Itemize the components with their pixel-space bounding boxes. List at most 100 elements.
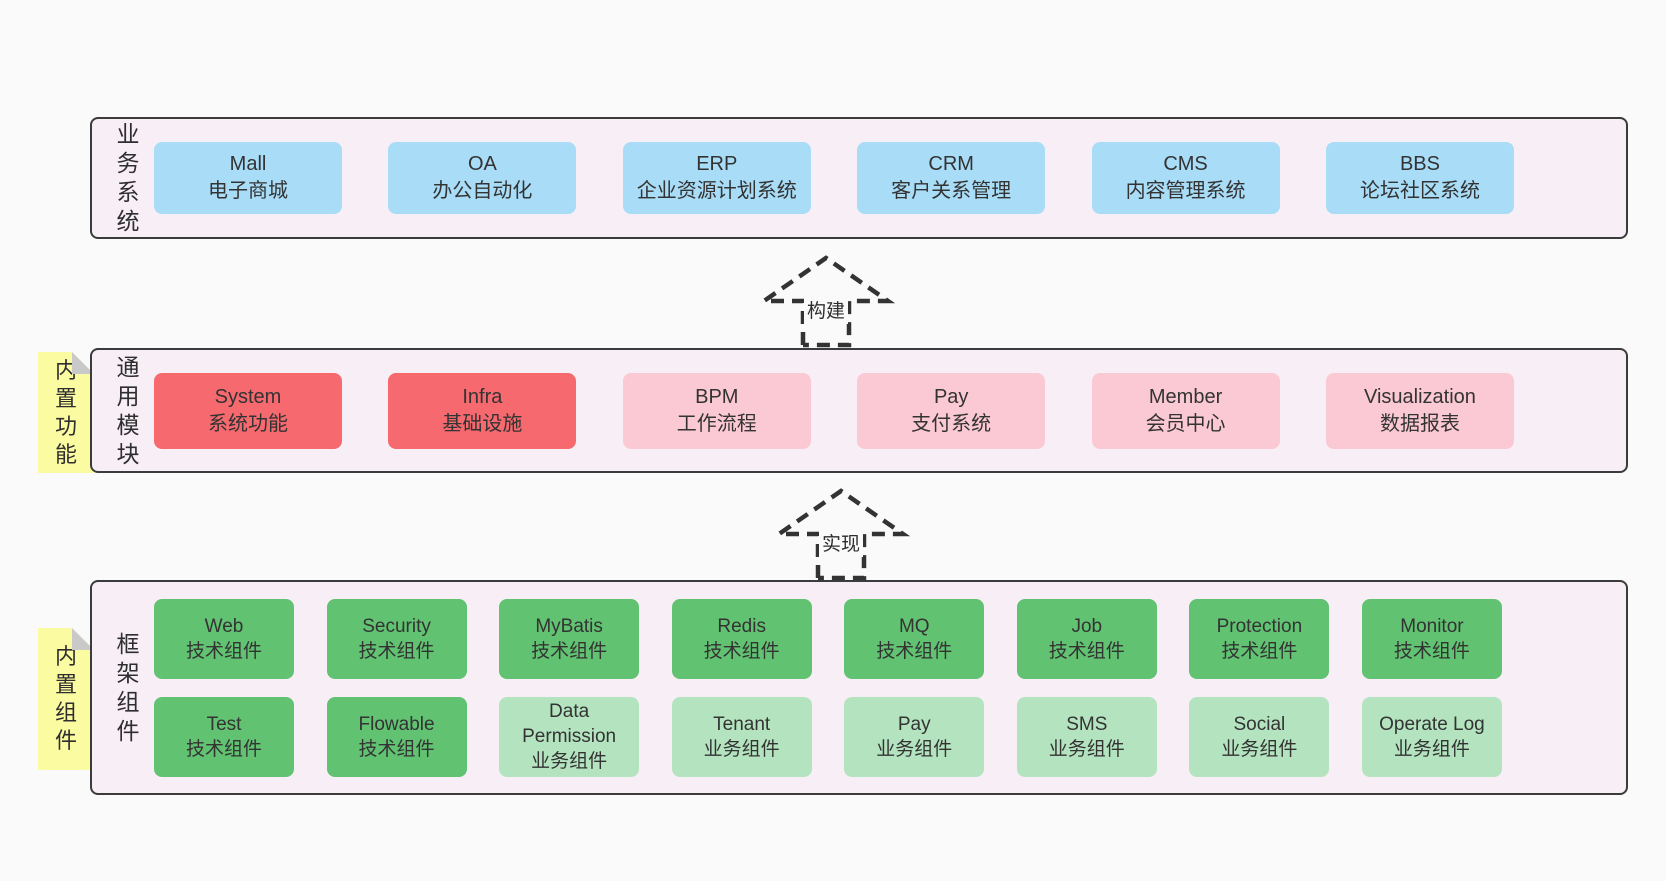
box-title: SMS [1066,713,1108,735]
band-label: 框架组件 [102,630,154,746]
box-subtitle: 工作流程 [676,412,757,435]
box-data-permission: Data Permission 业务组件 [499,696,640,777]
box-title: Member [1148,385,1223,408]
band-label-text: 通用模块 [116,353,140,467]
box-title: Data Permission [522,701,617,747]
box-title: System [214,385,282,408]
implement-arrow: 实现 [771,486,911,581]
module-boxes: System 系统功能 Infra 基础设施 BPM 工作流程 Pay 支付系统… [154,372,1514,449]
sticky-note-built-in-components: 内置组件 [38,628,94,770]
band-label-text: 框架组件 [116,630,140,744]
note-label: 内置功能 [54,357,77,467]
box-subtitle: 业务组件 [876,738,953,760]
band-label: 通用模块 [102,353,154,469]
box-mybatis: MyBatis 技术组件 [499,598,640,679]
box-subtitle: 技术组件 [876,640,953,662]
box-subtitle: 系统功能 [208,412,288,435]
box-subtitle: 业务组件 [1048,738,1125,760]
box-title: Flowable [358,713,435,735]
box-crm: CRM 客户关系管理 [857,142,1046,214]
box-flowable: Flowable 技术组件 [326,696,467,777]
band-framework-components: 框架组件 Web 技术组件 Security 技术组件 MyBatis 技术组件… [90,580,1628,795]
arrow-label: 实现 [818,528,864,557]
sticky-note-built-in-features: 内置功能 [38,352,94,473]
box-subtitle: 支付系统 [911,412,992,435]
box-infra: Infra 基础设施 [388,372,577,449]
box-title: Pay [933,385,969,408]
note-label: 内置组件 [54,644,77,753]
box-subtitle: 技术组件 [358,738,435,760]
box-security: Security 技术组件 [326,598,467,679]
box-subtitle: 数据报表 [1379,412,1460,435]
box-cms: CMS 内容管理系统 [1091,142,1280,214]
band-label-text: 业务系统 [116,121,140,234]
box-subtitle: 论坛社区系统 [1359,180,1480,202]
box-title: Visualization [1363,385,1476,408]
box-pay-component: Pay 业务组件 [844,696,985,777]
box-web: Web 技术组件 [154,598,294,679]
box-title: Job [1071,615,1103,637]
box-mall: Mall 电子商城 [154,142,342,214]
box-title: Security [362,615,431,637]
box-subtitle: 内容管理系统 [1125,180,1246,202]
box-social: Social 业务组件 [1189,696,1330,777]
band-business-systems: 业务系统 Mall 电子商城 OA 办公自动化 ERP 企业资源计划系统 CRM… [90,117,1628,239]
box-subtitle: 技术组件 [358,640,435,662]
box-pay-module: Pay 支付系统 [857,372,1046,449]
component-row-1: Web 技术组件 Security 技术组件 MyBatis 技术组件 Redi… [154,598,1502,679]
box-subtitle: 电子商城 [208,180,288,202]
box-title: Web [204,615,244,637]
box-title: Test [206,713,242,735]
box-protection: Protection 技术组件 [1189,598,1330,679]
box-subtitle: 技术组件 [1393,640,1470,662]
box-title: Mall [229,153,267,175]
note-paper: 内置组件 [38,628,94,770]
box-bbs: BBS 论坛社区系统 [1325,142,1514,214]
box-title: CMS [1163,153,1208,175]
box-tenant: Tenant 业务组件 [671,696,812,777]
box-title: MyBatis [535,615,603,637]
box-subtitle: 企业资源计划系统 [636,180,797,202]
box-title: ERP [696,153,738,175]
box-subtitle: 技术组件 [1048,640,1125,662]
band-common-modules: 通用模块 System 系统功能 Infra 基础设施 BPM 工作流程 Pay… [90,348,1628,473]
box-subtitle: 技术组件 [1221,640,1298,662]
box-title: BPM [695,385,739,408]
box-subtitle: 办公自动化 [432,180,533,202]
box-subtitle: 业务组件 [1393,738,1470,760]
box-subtitle: 技术组件 [185,640,262,662]
box-sms: SMS 业务组件 [1016,696,1157,777]
up-arrow-icon [771,488,911,581]
box-mq: MQ 技术组件 [844,598,985,679]
box-oa: OA 办公自动化 [388,142,577,214]
box-bpm: BPM 工作流程 [622,372,811,449]
box-job: Job 技术组件 [1016,598,1157,679]
box-subtitle: 技术组件 [185,738,262,760]
component-row-2: Test 技术组件 Flowable 技术组件 Data Permission … [154,696,1502,777]
build-arrow: 构建 [756,253,896,348]
box-subtitle: 业务组件 [531,751,608,772]
box-subtitle: 业务组件 [703,738,780,760]
box-title: Protection [1216,615,1303,637]
box-title: MQ [898,615,930,637]
box-subtitle: 客户关系管理 [891,180,1012,202]
box-subtitle: 基础设施 [442,412,523,435]
arrow-label: 构建 [803,295,849,324]
box-subtitle: 业务组件 [1221,738,1298,760]
box-operate-log: Operate Log 业务组件 [1361,696,1502,777]
band-label: 业务系统 [102,120,154,236]
box-title: Infra [462,385,503,408]
business-boxes: Mall 电子商城 OA 办公自动化 ERP 企业资源计划系统 CRM 客户关系… [154,142,1514,214]
box-subtitle: 技术组件 [531,640,608,662]
box-redis: Redis 技术组件 [671,598,812,679]
box-subtitle: 技术组件 [703,640,780,662]
box-title: BBS [1399,153,1440,175]
box-visualization: Visualization 数据报表 [1325,372,1514,449]
box-title: Operate Log [1379,713,1485,735]
box-title: Monitor [1400,615,1464,637]
box-system: System 系统功能 [154,372,342,449]
box-title: CRM [928,153,974,175]
box-title: Pay [897,713,931,735]
box-title: Tenant [713,713,771,735]
